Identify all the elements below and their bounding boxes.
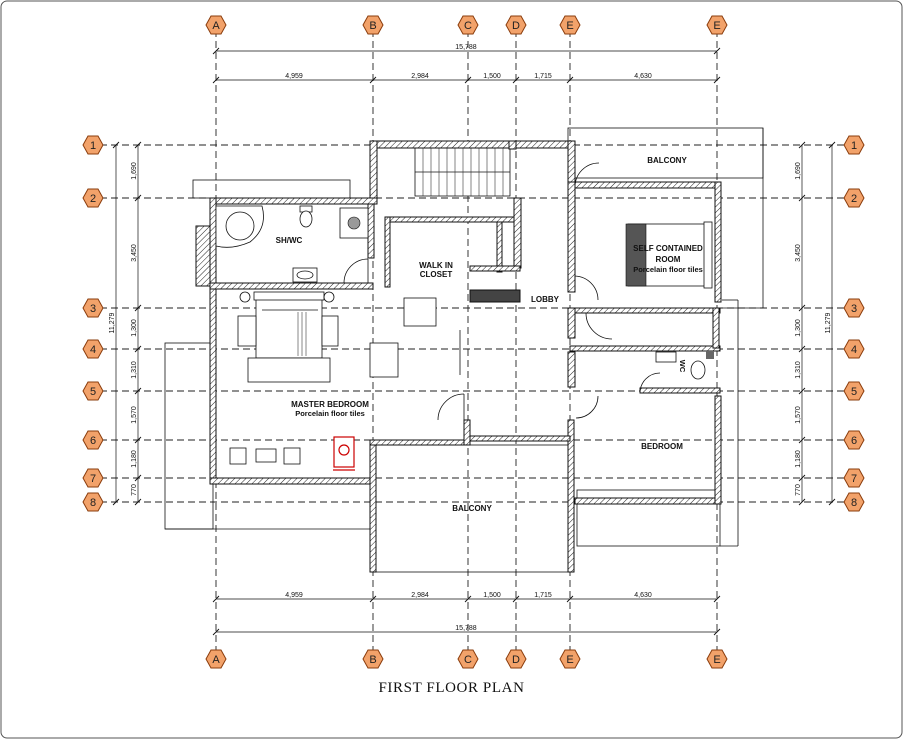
grid-bubble-row: 5 (851, 386, 857, 398)
bed-self-contained-icon (625, 221, 713, 289)
dim-left-seg: 3,450 (131, 244, 138, 262)
grid-bubble-row: 1 (90, 140, 96, 152)
dimensions-right: 11,279 1,690 3,450 1,300 1,310 1,570 1,1… (795, 141, 836, 506)
dim-right-seg: 770 (795, 484, 802, 496)
grid-bubble-row: 6 (90, 435, 96, 447)
wc-fixtures-icon (655, 351, 714, 380)
room-labels: SH/WC WALK IN CLOSET LOBBY BALCONY SELF … (276, 156, 703, 513)
grid-bubble-col: B (369, 654, 376, 666)
grid-bubble-col: E (713, 20, 720, 32)
staircase (414, 147, 511, 197)
dim-right-seg: 1,310 (795, 361, 802, 379)
dim-top-seg: 2,984 (411, 73, 429, 80)
dim-bottom-seg: 1,715 (534, 592, 552, 599)
dim-top-overall: 15,788 (455, 44, 477, 51)
dim-bottom-seg: 4,959 (285, 592, 303, 599)
dim-right-seg: 1,690 (795, 162, 802, 180)
grid-bubble-col: E (713, 654, 720, 666)
building-walls (164, 127, 764, 573)
dim-bottom-seg: 1,500 (483, 592, 501, 599)
sofa-set-icon (229, 447, 301, 465)
grid-bubble-row: 5 (90, 386, 96, 398)
grid-bubbles-right: 1 2 3 4 5 6 7 8 (843, 135, 865, 512)
grid-bubble-row: 4 (90, 344, 96, 356)
grid-bubbles-bottom: A B C D E E (205, 649, 728, 669)
room-label-closet: CLOSET (420, 270, 453, 279)
grid-bubble-row: 2 (851, 193, 857, 205)
grid-bubble-col: E (566, 20, 573, 32)
grid-bubble-col: E (566, 654, 573, 666)
dimensions-left: 11,279 1,690 3,450 1,300 1,310 1,570 1,1… (109, 141, 142, 506)
grid-bubble-col: D (512, 20, 520, 32)
dim-left-seg: 770 (131, 484, 138, 496)
grid-bubble-col: B (369, 20, 376, 32)
dim-right-seg: 1,570 (795, 406, 802, 424)
grid-bubble-row: 2 (90, 193, 96, 205)
toilet-icon (299, 205, 313, 228)
grid-bubble-row: 7 (90, 473, 96, 485)
dim-bottom-seg: 4,630 (634, 592, 652, 599)
room-label-master-tiles: Porcelain floor tiles (295, 409, 365, 418)
bed-master-icon (237, 291, 339, 383)
dim-right-seg: 1,300 (795, 319, 802, 337)
dim-left-seg: 1,570 (131, 406, 138, 424)
grid-bubbles-left: 1 2 3 4 5 6 7 8 (82, 135, 104, 512)
dim-top-seg: 4,630 (634, 73, 652, 80)
room-label-tiles: Porcelain floor tiles (633, 265, 703, 274)
grid-bubbles-top: A B C D E E (205, 15, 728, 35)
room-label-balcony-bottom: BALCONY (452, 504, 492, 513)
dim-right-seg: 1,180 (795, 450, 802, 468)
grid-bubble-row: 6 (851, 435, 857, 447)
dim-top-seg: 1,715 (534, 73, 552, 80)
dim-left-overall: 11,279 (109, 312, 116, 333)
grid-bubble-col: C (464, 20, 472, 32)
grid-bubble-row: 1 (851, 140, 857, 152)
desk-chair-icon (333, 436, 355, 471)
room-label-walk-in: WALK IN (419, 261, 453, 270)
bathtub-icon (215, 205, 264, 248)
dim-left-seg: 1,690 (131, 162, 138, 180)
wash-basin-icon (292, 267, 318, 283)
grid-bubble-col: C (464, 654, 472, 666)
room-label-lobby: LOBBY (531, 295, 560, 304)
grid-bubble-row: 8 (851, 497, 857, 509)
grid-bubble-row: 7 (851, 473, 857, 485)
dim-bottom-seg: 2,984 (411, 592, 429, 599)
dim-left-seg: 1,310 (131, 361, 138, 379)
dim-right-seg: 3,450 (795, 244, 802, 262)
room-label-bedroom: BEDROOM (641, 442, 683, 451)
dim-left-seg: 1,300 (131, 319, 138, 337)
dim-right-overall: 11,279 (825, 312, 832, 333)
chair-icon (369, 297, 437, 378)
room-label-wc: WC (678, 360, 687, 373)
grid-bubble-col: A (212, 20, 220, 32)
room-label-self-contained: SELF CONTAINED (633, 244, 703, 253)
room-label-room: ROOM (656, 255, 681, 264)
dim-left-seg: 1,180 (131, 450, 138, 468)
room-label-shwc: SH/WC (276, 236, 303, 245)
grid-bubble-col: A (212, 654, 220, 666)
dim-top-seg: 4,959 (285, 73, 303, 80)
grid-bubble-col: D (512, 654, 520, 666)
grid-bubble-row: 4 (851, 344, 857, 356)
grid-bubble-row: 3 (851, 303, 857, 315)
doors (343, 162, 661, 421)
drawing-title: FIRST FLOOR PLAN (378, 680, 525, 696)
shower-tray-icon (339, 207, 369, 239)
room-label-master: MASTER BEDROOM (291, 400, 369, 409)
room-label-balcony-top: BALCONY (647, 156, 687, 165)
dimensions-bottom: 4,959 2,984 1,500 1,715 4,630 15,788 (212, 592, 721, 636)
grid-bubble-row: 3 (90, 303, 96, 315)
grid-bubble-row: 8 (90, 497, 96, 509)
dim-bottom-overall: 15,788 (455, 625, 477, 632)
dim-top-seg: 1,500 (483, 73, 501, 80)
dimensions-top: 15,788 4,959 2,984 1,500 1,715 4,630 (212, 44, 721, 84)
